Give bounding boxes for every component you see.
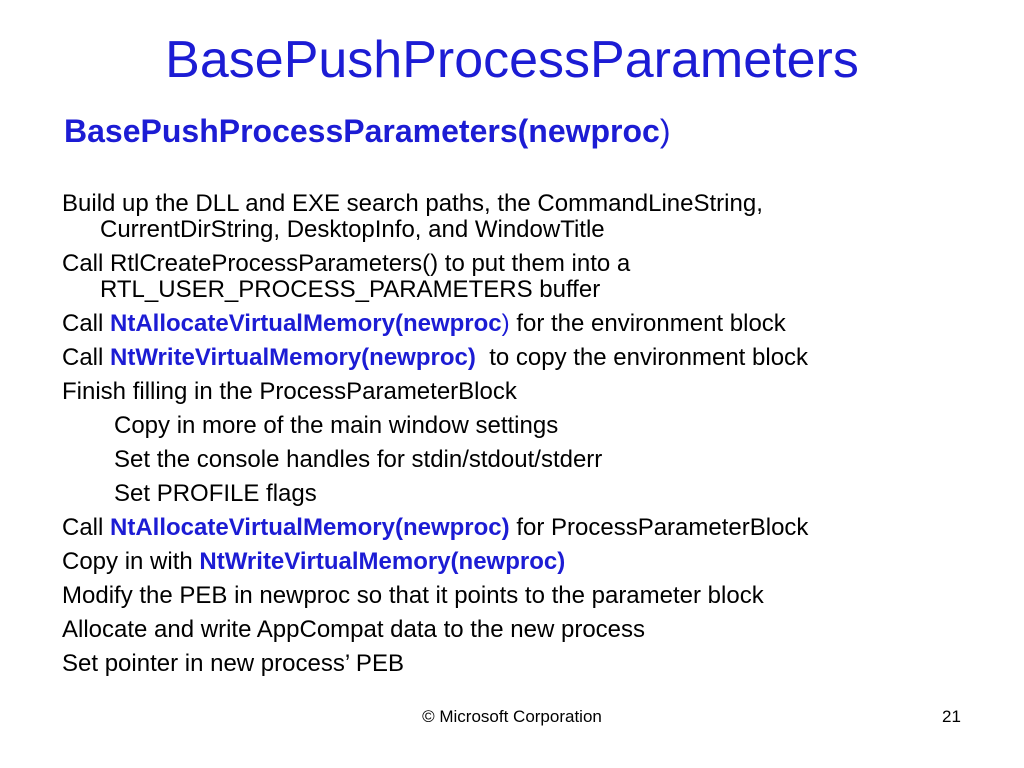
line-suffix: to copy the environment block [475, 344, 809, 371]
sub-bullet-line: Set the console handles for stdin/stdout… [114, 446, 603, 473]
subtitle-function: BasePushProcessParameters(newproc [64, 113, 660, 149]
api-call: NtWriteVirtualMemory(newproc) [199, 548, 566, 575]
bullet-line: Finish filling in the ProcessParameterBl… [62, 378, 517, 405]
api-call: NtWriteVirtualMemory(newproc) [110, 344, 476, 371]
bullet-list: Build up the DLL and EXE search paths, t… [62, 191, 1002, 677]
bullet-line: Call NtAllocateVirtualMemory(newproc) fo… [62, 515, 1002, 541]
line-prefix: Copy in with [62, 548, 200, 575]
bullet-line: Allocate and write AppCompat data to the… [62, 616, 646, 643]
footer-copyright: © Microsoft Corporation [422, 707, 602, 726]
slide-title: BasePushProcessParameters [165, 31, 859, 89]
bullet-line-continuation: RTL_USER_PROCESS_PARAMETERS buffer [100, 276, 601, 303]
bullet-line: Call NtAllocateVirtualMemory(newproc) fo… [62, 311, 1002, 337]
api-call: NtAllocateVirtualMemory(newproc [110, 310, 502, 337]
bullet-line: Build up the DLL and EXE search paths, t… [62, 190, 763, 217]
bullet-line: Call NtWriteVirtualMemory(newproc) to co… [62, 345, 1002, 371]
line-prefix: Call [62, 344, 111, 371]
bullet-line-continuation: CurrentDirString, DesktopInfo, and Windo… [100, 216, 605, 243]
bullet-line: Set pointer in new process’ PEB [62, 650, 404, 677]
slide-subtitle: BasePushProcessParameters(newproc) [64, 111, 671, 151]
page-number: 21 [942, 707, 961, 726]
bullet-line: Modify the PEB in newproc so that it poi… [62, 582, 764, 609]
bullet-line: Copy in with NtWriteVirtualMemory(newpro… [62, 549, 1002, 575]
line-prefix: Call [62, 514, 111, 541]
sub-bullet-line: Copy in more of the main window settings [114, 412, 559, 439]
subtitle-close-paren: ) [659, 113, 671, 149]
line-suffix: for the environment block [509, 310, 786, 337]
line-suffix: for ProcessParameterBlock [509, 514, 809, 541]
line-mid: ) [501, 310, 510, 337]
api-call: NtAllocateVirtualMemory(newproc) [110, 514, 510, 541]
line-prefix: Call [62, 310, 111, 337]
sub-bullet-line: Set PROFILE flags [114, 480, 317, 507]
bullet-line: Call RtlCreateProcessParameters() to put… [62, 250, 631, 277]
